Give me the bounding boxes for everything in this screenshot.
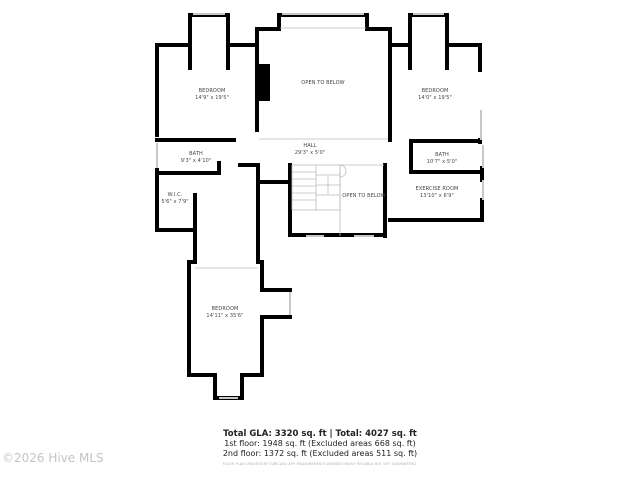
room-dims: 14'0" x 19'5": [418, 95, 452, 101]
room-label-open-to-below-stair: OPEN TO BELOW: [342, 193, 385, 200]
first-floor-area: 1st floor: 1948 sq. ft (Excluded areas 6…: [224, 439, 416, 448]
second-floor-area: 2nd floor: 1372 sq. ft (Excluded areas 5…: [222, 449, 418, 458]
room-name: OPEN TO BELOW: [342, 193, 386, 199]
total-area-summary: Total GLA: 3320 sq. ft | Total: 4027 sq.…: [223, 429, 417, 439]
room-name: HALL: [303, 143, 317, 149]
room-label-hall: HALL 29'3" x 5'0": [295, 143, 326, 157]
room-name: BATH: [435, 152, 449, 158]
room-label-bedroom-nw: BEDROOM 14'9" x 19'5": [195, 88, 229, 102]
watermark: ©2026 Hive MLS: [2, 451, 104, 465]
room-dims: 14'9" x 19'5": [195, 95, 229, 101]
room-label-bedroom-ne: BEDROOM 14'0" x 19'5": [418, 88, 452, 102]
room-name: BEDROOM: [421, 88, 449, 94]
room-dims: 29'3" x 5'0": [294, 150, 326, 156]
room-dims: 14'11" x 35'6": [206, 313, 244, 319]
room-label-wic: W.I.C. 5'6" x 7'9": [161, 192, 188, 206]
room-dims: 13'10" x 6'9": [420, 193, 454, 199]
room-label-bath-e: BATH 10'7" x 5'0": [427, 152, 458, 166]
room-dims: 5'6" x 7'9": [161, 199, 189, 205]
windows: [156, 13, 484, 399]
room-name: BEDROOM: [198, 88, 226, 94]
room-label-exercise-room: EXERCISE ROOM 13'10" x 6'9": [416, 186, 459, 200]
room-name: BEDROOM: [211, 306, 239, 312]
room-dims: 9'3" x 4'10": [180, 158, 212, 164]
room-name: BATH: [189, 151, 203, 157]
room-label-bedroom-s: BEDROOM 14'11" x 35'6": [206, 306, 243, 320]
room-label-open-to-below: OPEN TO BELOW: [301, 80, 344, 87]
light-lines: [195, 27, 388, 269]
disclaimer-text: FLOOR PLAN CREATED BY CUBICASA APP. MEAS…: [222, 462, 418, 466]
room-name: W.I.C.: [167, 192, 183, 198]
room-name: OPEN TO BELOW: [301, 80, 345, 86]
room-name: EXERCISE ROOM: [415, 186, 459, 192]
room-label-bath-w: BATH 9'3" x 4'10": [181, 151, 212, 165]
room-dims: 10'7" x 5'0": [426, 159, 458, 165]
walls: [155, 13, 484, 400]
